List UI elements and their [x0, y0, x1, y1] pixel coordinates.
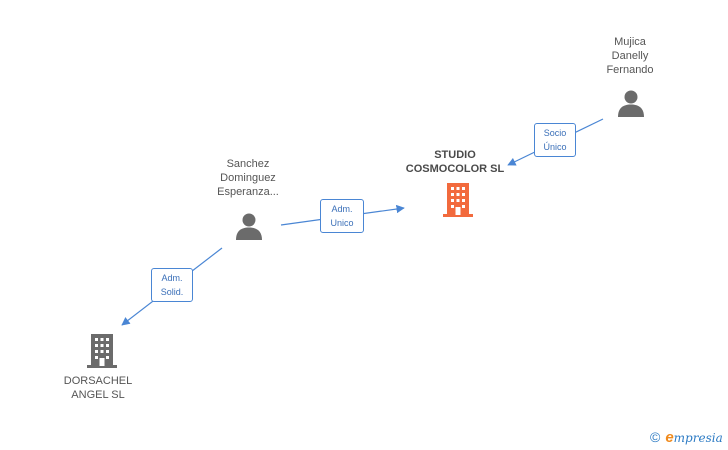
edge-label-adm-solid[interactable]: Adm. Solid.: [151, 268, 193, 302]
empresia-logo-mark: e: [665, 429, 674, 446]
edge-label-adm-unico[interactable]: Adm. Unico: [320, 199, 364, 233]
person-icon[interactable]: [235, 212, 263, 240]
node-label-dorsachel: DORSACHEL ANGEL SL: [63, 375, 133, 401]
building-icon[interactable]: [86, 334, 118, 368]
node-label-sanchez: Sanchez Dominguez Esperanza...: [217, 158, 279, 198]
brand-watermark: ©empresia: [650, 429, 723, 446]
node-label-studio-cosmocolor: STUDIO COSMOCOLOR SL: [405, 149, 505, 175]
building-icon[interactable]: [442, 183, 474, 217]
person-icon[interactable]: [617, 89, 645, 117]
edge-label-socio-unico[interactable]: Socio Único: [534, 123, 576, 157]
copyright-symbol: ©: [650, 429, 661, 445]
empresia-logo-text: mpresia: [673, 431, 723, 445]
node-label-mujica: Mujica Danelly Fernando: [606, 36, 654, 76]
